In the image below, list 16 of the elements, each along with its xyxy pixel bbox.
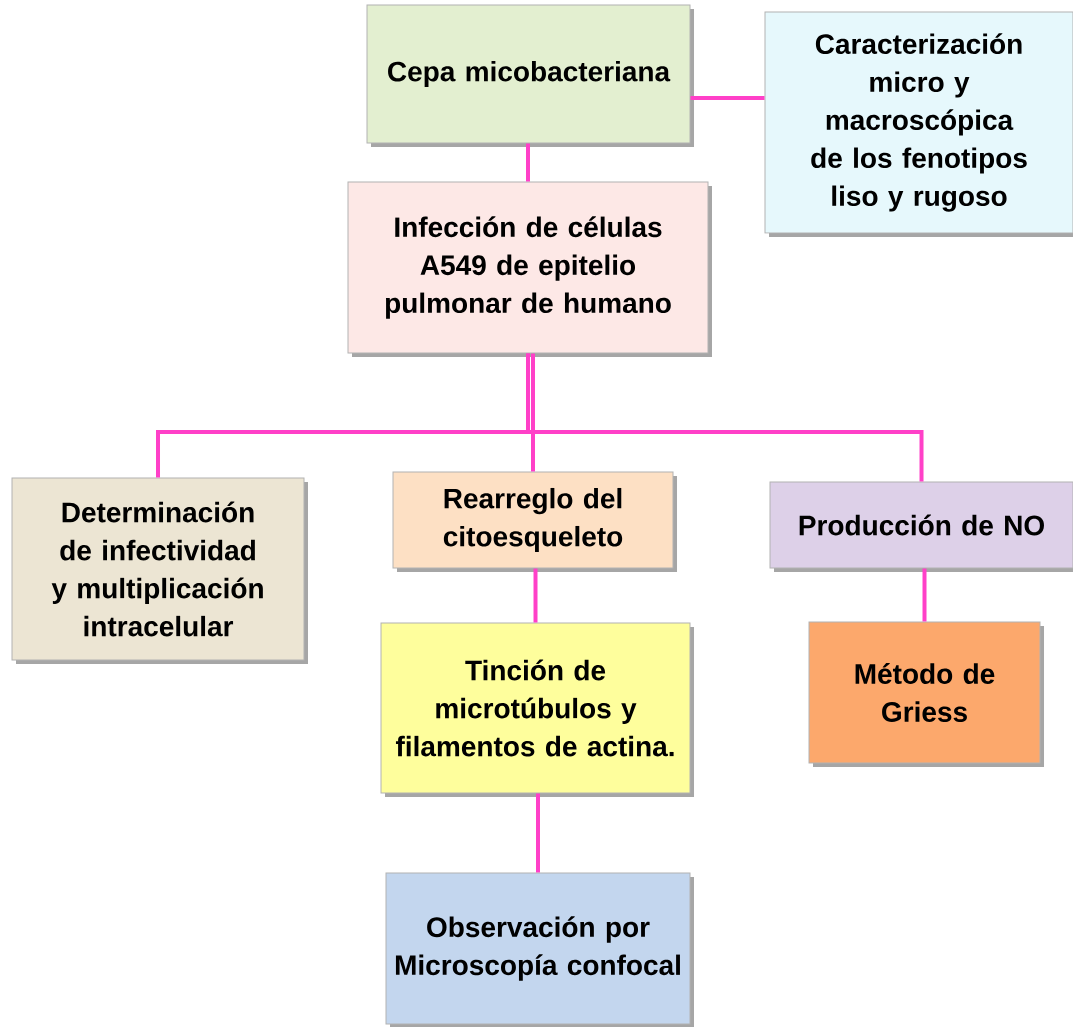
process-box: Tinción de microtúbulos y filamentos de actina. <box>380 622 694 797</box>
connector-line <box>536 793 540 873</box>
process-box: Rearreglo del citoesqueleto <box>392 471 677 572</box>
connector-line <box>533 568 538 623</box>
connector-line <box>526 353 924 482</box>
process-box: Observación por Microscopía confocal <box>385 872 694 1027</box>
connector-line <box>922 568 927 622</box>
process-box: Determinación de infectividad y multiplicación intracelular <box>11 477 308 664</box>
process-box: Infección de células A549 de epitelio pulmonar de humano <box>347 181 712 357</box>
connector-line <box>526 143 530 182</box>
connector-line <box>690 96 765 100</box>
process-box: Caracterización micro y macroscópica de los fenotipos liso y rugoso <box>764 11 1073 237</box>
process-box: Producción de NO <box>769 481 1073 572</box>
connector-line <box>531 353 535 472</box>
process-box: Método de Griess <box>808 621 1044 767</box>
process-box: Cepa micobacteriana <box>366 4 694 147</box>
